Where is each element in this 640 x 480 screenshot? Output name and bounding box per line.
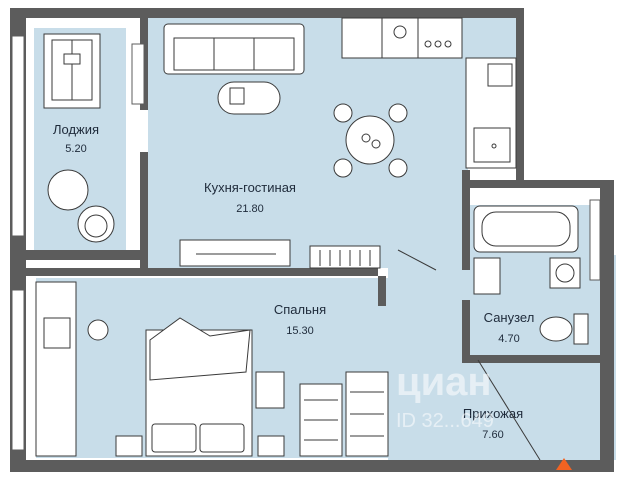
bed-icon <box>145 317 253 457</box>
sofa-icon <box>163 23 305 75</box>
wall-bath-top <box>466 180 614 188</box>
window-bedroom <box>11 289 25 451</box>
stove-icon <box>393 25 513 87</box>
sink-icon <box>473 127 511 163</box>
coffee-table-icon <box>217 81 281 115</box>
room-name: Прихожая <box>462 406 524 421</box>
room-area: 7.60 <box>482 429 504 441</box>
wall-right-lower <box>600 184 614 472</box>
bathtub-icon <box>473 205 579 253</box>
bookshelf-icon <box>309 245 381 269</box>
radiator-icon <box>115 435 285 457</box>
tv-unit-icon <box>179 239 291 267</box>
wall-top <box>10 8 522 18</box>
entrance-arrow-icon <box>556 458 572 470</box>
room-area: 4.70 <box>498 333 520 345</box>
room-label-bathroom: Санузел 4.70 <box>474 310 544 345</box>
room-label-kitchen: Кухня-гостиная 21.80 <box>182 180 318 215</box>
desk-icon <box>35 281 109 457</box>
room-label-bedroom: Спальня 15.30 <box>258 302 342 337</box>
wall-bath-bottom <box>462 355 600 363</box>
watermark-brand: циан <box>396 360 492 404</box>
toilet-icon <box>539 313 589 345</box>
room-label-hall: Прихожая 7.60 <box>448 406 538 441</box>
armchair-icon <box>77 205 115 243</box>
nightstand-icon <box>255 371 285 409</box>
room-name: Лоджия <box>52 122 100 137</box>
exercise-machine-icon <box>43 33 101 109</box>
round-table-icon <box>47 169 89 211</box>
window-bath <box>589 199 601 281</box>
wall-right-upper <box>516 8 524 184</box>
room-label-loggia: Лоджия 5.20 <box>40 122 112 155</box>
room-name: Спальня <box>273 302 327 317</box>
wall-bed-right <box>378 276 386 306</box>
window-kitchen-side <box>131 43 145 105</box>
room-area: 21.80 <box>236 203 264 215</box>
wall-loggia-bottom <box>26 250 148 260</box>
window-loggia <box>11 35 25 237</box>
wall-bottom <box>10 460 600 472</box>
room-area: 15.30 <box>286 325 314 337</box>
wardrobe-icon <box>299 371 389 457</box>
room-name: Санузел <box>483 310 535 325</box>
washing-machine-icon <box>473 257 501 295</box>
wall-bath-left-low <box>462 300 470 360</box>
walls <box>10 8 614 472</box>
door-swing-hall <box>477 359 541 461</box>
windows <box>11 35 601 451</box>
room-name: Кухня-гостиная <box>204 180 296 195</box>
watermark-id: ID 32...649 <box>396 410 494 432</box>
wall-loggia-right-low <box>140 152 148 270</box>
room-area: 5.20 <box>65 143 87 155</box>
door-swing-bath <box>397 249 437 271</box>
washbasin-icon <box>549 257 581 289</box>
dining-table-icon <box>333 103 408 178</box>
wall-bath-left <box>462 170 470 270</box>
wall-bed-kitchen <box>26 268 378 276</box>
